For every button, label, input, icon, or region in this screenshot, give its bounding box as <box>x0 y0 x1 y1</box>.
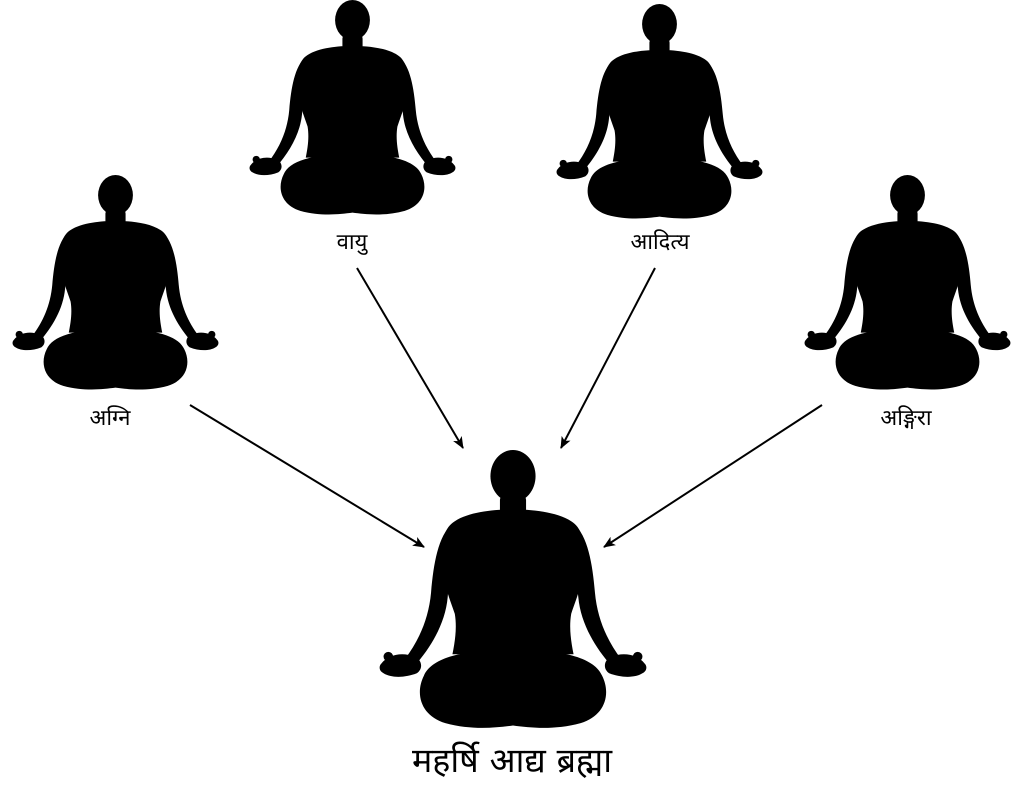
angira-figure-icon <box>805 175 1011 390</box>
agni-figure-icon <box>13 175 219 390</box>
vayu-figure-icon <box>250 0 456 215</box>
arrow-vayu-to-brahma <box>357 268 463 448</box>
agni-label: अग्नि <box>90 408 131 430</box>
arrow-aditya-to-brahma <box>561 268 655 448</box>
arrow-agni-to-brahma <box>190 405 424 547</box>
aditya-figure-icon <box>557 4 763 219</box>
angira-label: अङ्गिरा <box>880 408 931 430</box>
brahma-label: महर्षि आद्य ब्रह्मा <box>412 744 612 778</box>
aditya-label: आदित्य <box>630 232 689 254</box>
arrow-angira-to-brahma <box>604 405 822 547</box>
brahma-figure-icon <box>380 450 647 728</box>
vayu-label: वायु <box>337 232 368 254</box>
